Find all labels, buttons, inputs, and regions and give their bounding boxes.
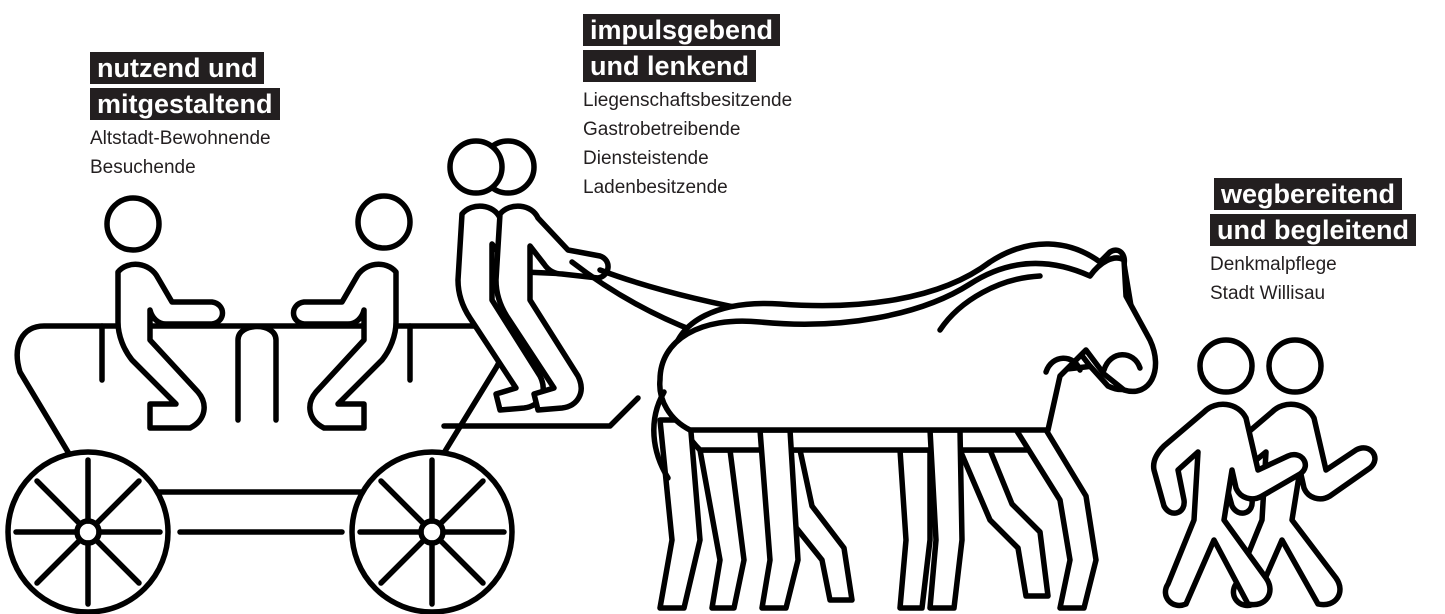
group-item: Stadt Willisau — [1210, 283, 1326, 304]
walking-person-icon — [1150, 337, 1308, 609]
group-item: Altstadt-Bewohnende — [90, 128, 271, 149]
coach-driver-icon — [447, 138, 611, 413]
group-item: Liegenschaftsbesitzende — [583, 90, 793, 111]
passenger-icon — [290, 193, 413, 431]
group-heading-line1: wegbereitend — [1214, 178, 1403, 210]
group-heading-line1: nutzend und — [90, 52, 265, 84]
stakeholder-group-drivers: impulsgebend und lenkend Liegenschaftsbe… — [583, 14, 792, 202]
walking-person-icon — [1218, 337, 1378, 609]
stakeholder-group-guides: wegbereitend und begleitend Denkmalpfleg… — [1210, 178, 1416, 308]
group-heading-line2: und lenkend — [583, 50, 757, 82]
group-item: Diensteistende — [583, 148, 709, 169]
group-heading-line2: und begleitend — [1210, 214, 1416, 246]
passenger-icon — [104, 195, 226, 431]
group-item: Gastrobetreibende — [583, 119, 741, 140]
group-heading-line1: impulsgebend — [583, 14, 781, 46]
carriage-icon — [5, 323, 641, 614]
group-item: Besuchende — [90, 157, 196, 178]
group-item: Denkmalpflege — [1210, 254, 1337, 275]
group-heading-line2: mitgestaltend — [90, 88, 280, 120]
group-item: Ladenbesitzende — [583, 177, 728, 198]
stakeholder-group-users: nutzend und mitgestaltend Altstadt-Bewoh… — [90, 52, 280, 182]
horse-icon — [651, 241, 1159, 611]
